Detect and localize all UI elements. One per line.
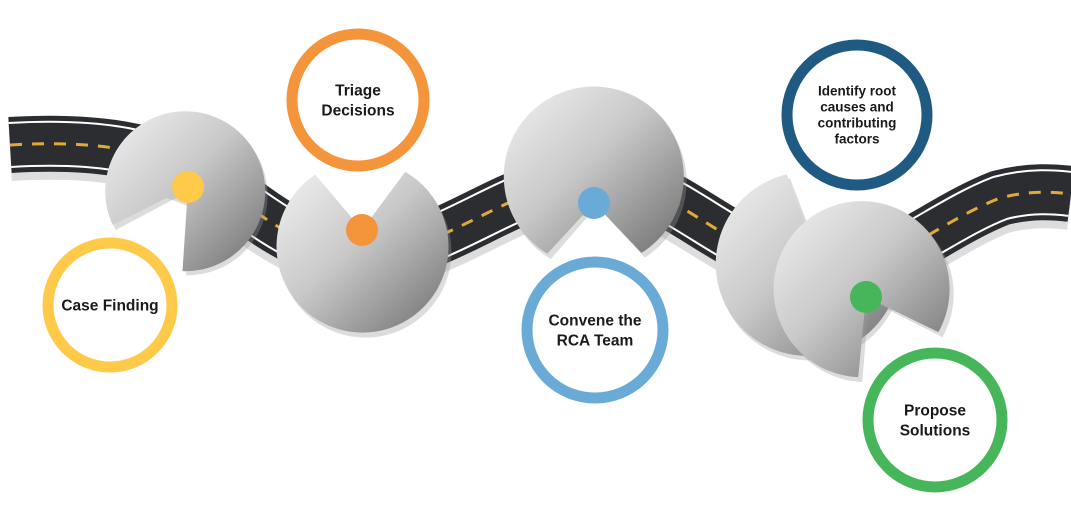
pin-ring — [781, 39, 933, 191]
pin-shell — [276, 171, 449, 333]
pin-tip-dot — [578, 187, 610, 219]
pin-ring — [862, 347, 1008, 493]
pin-tip-dot — [346, 214, 378, 246]
pin-label-line: contributing — [818, 116, 897, 131]
pin-label-line: RCA Team — [557, 332, 634, 349]
pin-tip-dot — [172, 171, 204, 203]
pin-label: Case Finding — [61, 297, 158, 314]
pin-tip-dot — [850, 281, 882, 313]
pin-label-line: Convene the — [548, 312, 641, 329]
pin-label-line: Identify root — [818, 84, 896, 99]
pin-shell — [105, 111, 266, 272]
pin-label-line: Triage — [335, 82, 381, 99]
pin-label-line: Case Finding — [61, 297, 158, 314]
pin-ring — [521, 256, 669, 404]
pin-ring — [286, 28, 430, 172]
pin-label-line: factors — [834, 132, 879, 147]
pin-shell — [503, 86, 684, 254]
pin-label-line: Decisions — [321, 102, 394, 119]
pin-label-line: Solutions — [900, 422, 971, 439]
pin-ring — [42, 237, 178, 373]
pin-label-line: Propose — [904, 402, 966, 419]
pin-label-line: causes and — [820, 100, 894, 115]
milestone-pin: Case Finding — [42, 111, 268, 373]
